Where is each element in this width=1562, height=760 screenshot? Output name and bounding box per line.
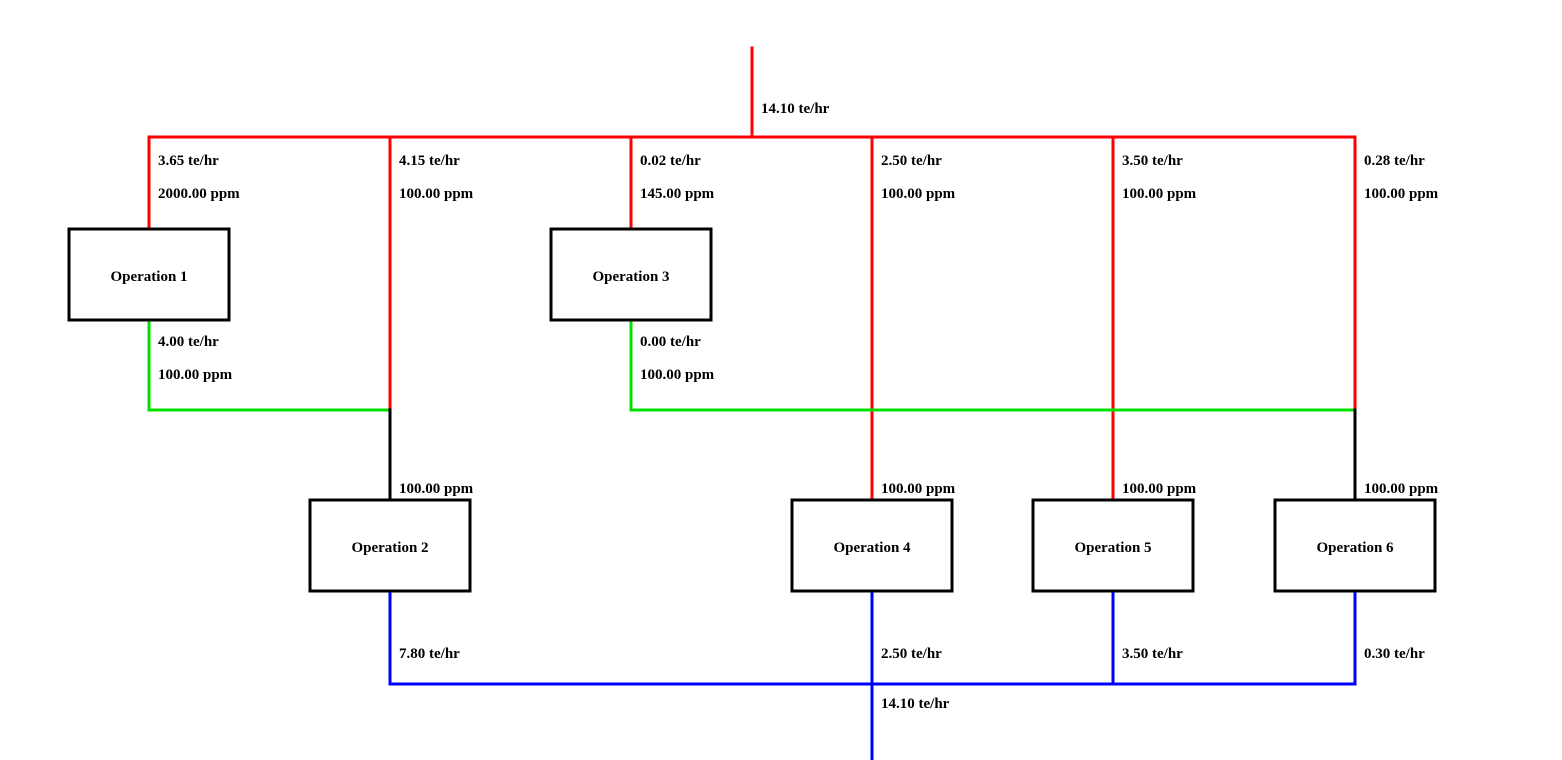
waste-flow-label-op6: 0.30 te/hr <box>1364 646 1425 662</box>
operation-op1: Operation 1 <box>67 227 231 322</box>
outlet-ppm-label-op1: 100.00 ppm <box>158 367 233 383</box>
outlet-flow-label-op3: 0.00 te/hr <box>640 334 701 350</box>
operation-label: Operation 5 <box>1074 540 1151 556</box>
operation-box <box>1031 498 1195 593</box>
fresh-ppm-label-op1: 2000.00 ppm <box>158 186 240 202</box>
operation-label: Operation 2 <box>351 540 428 556</box>
fresh-ppm-label-op5: 100.00 ppm <box>1122 186 1197 202</box>
fresh-flow-label-op3: 0.02 te/hr <box>640 153 701 169</box>
operation-box <box>1273 498 1437 593</box>
operation-op3: Operation 3 <box>549 227 713 322</box>
operation-box <box>308 498 472 593</box>
wastewater-network <box>388 589 1357 760</box>
inlet-ppm-label-op4: 100.00 ppm <box>881 481 956 497</box>
fresh-flow-label-op5: 3.50 te/hr <box>1122 153 1183 169</box>
outlet-ppm-label-op3: 100.00 ppm <box>640 367 715 383</box>
operation-box <box>790 498 954 593</box>
fresh-ppm-label-op4: 100.00 ppm <box>881 186 956 202</box>
fresh-flow-label-op2: 4.15 te/hr <box>399 153 460 169</box>
operation-label: Operation 4 <box>833 540 911 556</box>
operation-op6: Operation 6 <box>1273 498 1437 593</box>
discharge-flow-label: 14.10 te/hr <box>881 696 950 712</box>
fresh-water-network <box>147 46 1357 502</box>
fresh-ppm-label-op2: 100.00 ppm <box>399 186 474 202</box>
operation-box <box>549 227 713 322</box>
outlet-flow-label-op1: 4.00 te/hr <box>158 334 219 350</box>
operation-box <box>67 227 231 322</box>
inlet-ppm-label-op5: 100.00 ppm <box>1122 481 1197 497</box>
operation-op4: Operation 4 <box>790 498 954 593</box>
inlet-ppm-label-op6: 100.00 ppm <box>1364 481 1439 497</box>
operation-op2: Operation 2 <box>308 498 472 593</box>
operation-op5: Operation 5 <box>1031 498 1195 593</box>
operation-label: Operation 3 <box>592 269 669 285</box>
inlet-ppm-label-op2: 100.00 ppm <box>399 481 474 497</box>
mixed-inlet-lines <box>388 408 1357 502</box>
waste-flow-label-op5: 3.50 te/hr <box>1122 646 1183 662</box>
fresh-flow-label-op1: 3.65 te/hr <box>158 153 219 169</box>
fresh-flow-label-op4: 2.50 te/hr <box>881 153 942 169</box>
operation-label: Operation 6 <box>1316 540 1394 556</box>
waste-flow-label-op2: 7.80 te/hr <box>399 646 460 662</box>
waste-flow-label-op4: 2.50 te/hr <box>881 646 942 662</box>
feed-flow-label: 14.10 te/hr <box>761 101 830 117</box>
reuse-network <box>147 318 1357 412</box>
fresh-ppm-label-op6: 100.00 ppm <box>1364 186 1439 202</box>
fresh-ppm-label-op3: 145.00 ppm <box>640 186 715 202</box>
operation-label: Operation 1 <box>110 269 187 285</box>
fresh-flow-label-op6: 0.28 te/hr <box>1364 153 1425 169</box>
